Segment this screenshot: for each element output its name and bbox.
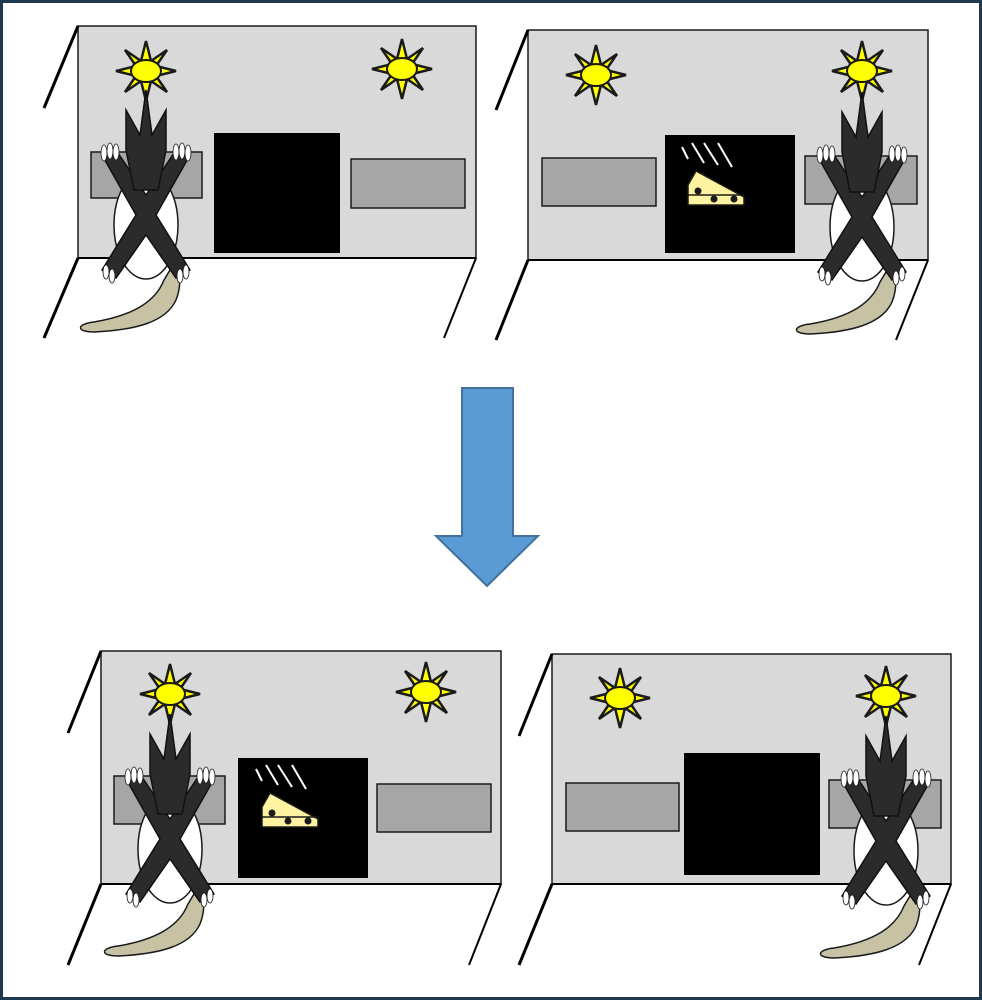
sun-icon	[394, 660, 458, 724]
lever-left	[565, 782, 680, 832]
chamber-edge	[494, 29, 530, 111]
chamber-edge	[42, 257, 80, 339]
chamber-edge	[494, 259, 530, 341]
chamber-edge	[443, 257, 477, 339]
chamber-edge	[66, 883, 103, 966]
chamber-edge	[468, 883, 502, 966]
chamber-panel-bottom-right	[517, 653, 952, 966]
chamber-edge	[42, 25, 80, 109]
screen	[214, 133, 340, 253]
sun-icon	[370, 37, 434, 101]
chamber-edge	[918, 883, 952, 966]
transition-arrow	[433, 387, 541, 588]
lever-left	[541, 157, 657, 207]
sun-icon	[564, 43, 628, 107]
lever-right	[376, 783, 492, 833]
lever-right	[350, 158, 466, 209]
sun-icon	[588, 666, 652, 730]
chamber-edge	[517, 883, 554, 966]
chamber-panel-top-left	[42, 25, 477, 339]
down-arrow-icon	[433, 387, 541, 588]
chamber-panel-top-right	[494, 29, 929, 341]
chamber-edge	[517, 653, 554, 737]
chamber-edge	[66, 650, 103, 734]
chamber-panel-bottom-left	[66, 650, 502, 966]
chamber-edge	[895, 259, 929, 341]
screen	[684, 753, 820, 875]
